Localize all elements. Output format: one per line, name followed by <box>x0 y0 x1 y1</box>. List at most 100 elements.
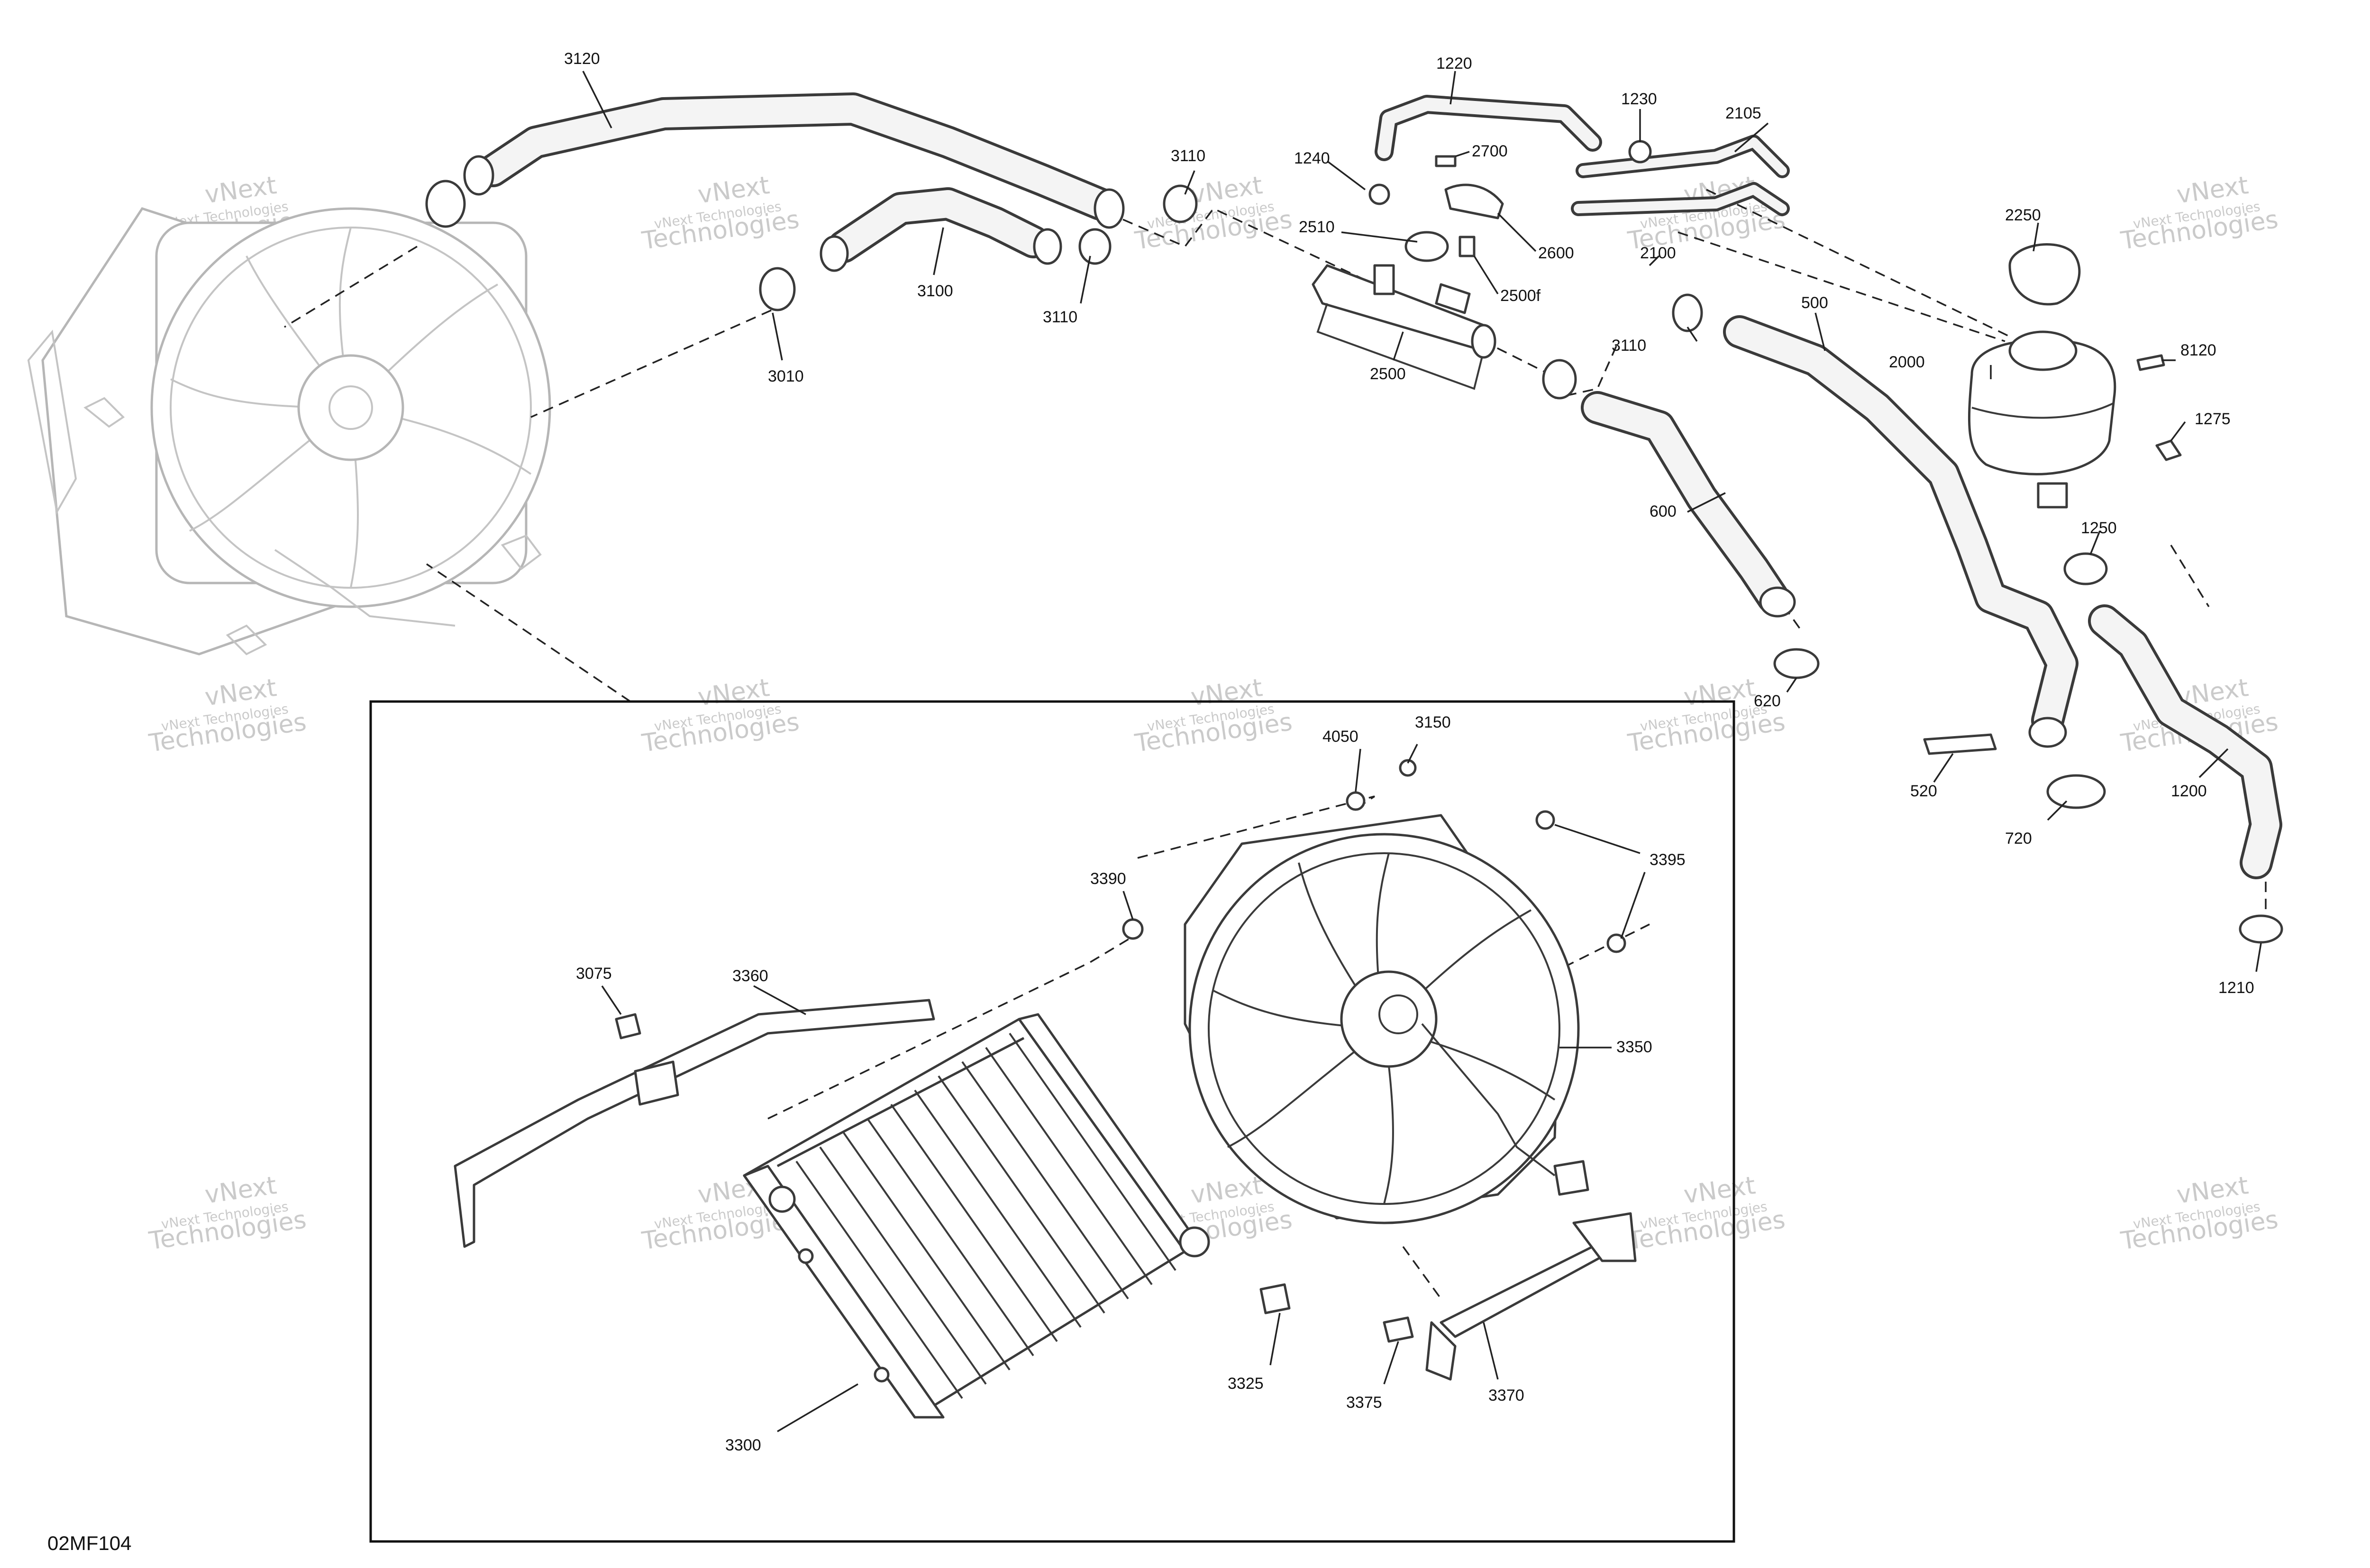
clamp-1250-icon <box>2063 552 2108 585</box>
bolt-2700-icon <box>1435 155 1457 167</box>
callout-720: 720 <box>2005 830 2032 848</box>
radiator-fan-assembly-ghost <box>27 207 551 656</box>
watermark: vNext Technologies vNext Technologies <box>147 674 308 758</box>
callout-3100: 3100 <box>917 282 953 300</box>
radiator-core-fins-icon <box>795 1032 1176 1399</box>
callout-2500: 2500 <box>1370 365 1406 383</box>
bolt-3395-a-icon <box>1535 810 1555 830</box>
callout-1275: 1275 <box>2195 410 2231 428</box>
clamp-3010-icon <box>759 267 796 311</box>
radiator-fitting-icon <box>1179 1226 1210 1258</box>
callout-2100: 2100 <box>1640 244 1676 262</box>
callout-3110-right: 3110 <box>1612 337 1646 355</box>
fan-assembly-3350 <box>1122 759 1626 1224</box>
callout-500: 500 <box>1801 294 1828 312</box>
callout-3360: 3360 <box>732 967 768 985</box>
clamp-3110-b-icon <box>1078 228 1112 265</box>
callout-8120: 8120 <box>2180 341 2216 359</box>
bolt-2500f-icon <box>1458 236 1476 257</box>
callout-3300: 3300 <box>725 1436 761 1454</box>
leader-lines <box>582 71 2262 1432</box>
bolt-3375-icon <box>1383 1316 1414 1343</box>
callout-1200: 1200 <box>2171 782 2207 800</box>
expansion-tank-2000 <box>1968 243 2182 509</box>
nut-3390-icon <box>1122 918 1144 940</box>
callout-2105: 2105 <box>1725 104 1761 122</box>
bracket-2600-icon <box>1444 183 1504 219</box>
thermostat-housing-2500 <box>1312 155 1504 390</box>
hose-2105 <box>1576 135 1790 178</box>
radiator-3300 <box>743 1013 1210 1419</box>
clip-3325-icon <box>1259 1283 1291 1314</box>
callout-2700: 2700 <box>1472 142 1508 160</box>
clamp-3110-c-icon <box>1542 359 1577 400</box>
callout-3110-lower: 3110 <box>1043 308 1077 326</box>
radiator-cap-icon <box>768 1185 796 1213</box>
callout-1210: 1210 <box>2218 979 2254 997</box>
watermark: vNext Technologies vNext Technologies <box>640 674 801 758</box>
fan-connector-icon <box>1553 1160 1589 1196</box>
callout-3110-upper: 3110 <box>1171 147 1205 165</box>
watermark: vNext Technologies vNext Technologies <box>1626 1171 1787 1256</box>
callout-3010: 3010 <box>768 367 804 385</box>
clamp-1210-icon <box>2239 914 2283 944</box>
callout-1240: 1240 <box>1294 149 1330 167</box>
screw-8120-icon <box>2136 354 2165 371</box>
callout-520: 520 <box>1910 782 1937 800</box>
clamp-720-icon <box>2046 774 2106 809</box>
clip-3075-icon <box>615 1013 641 1039</box>
callout-3350: 3350 <box>1616 1038 1652 1056</box>
callout-2000: 2000 <box>1889 353 1925 371</box>
detail-frame <box>369 700 1735 1543</box>
watermark: vNext Technologies vNext Technologies <box>1626 674 1787 758</box>
bolt-3395-b-icon <box>1606 933 1626 953</box>
callout-1250: 1250 <box>2081 519 2117 537</box>
clamps <box>425 140 2283 944</box>
callouts: 3120 3010 3100 3110 3110 1220 1240 2700 … <box>564 50 2254 1454</box>
callout-3075: 3075 <box>576 965 612 983</box>
watermark: vNext Technologies vNext Technologies <box>2119 171 2280 255</box>
hose-600 <box>1581 391 1796 618</box>
callout-620: 620 <box>1754 692 1781 710</box>
callout-3370: 3370 <box>1488 1386 1524 1404</box>
callout-3150: 3150 <box>1415 713 1451 731</box>
bolt-1240-icon <box>1368 183 1390 205</box>
clamp-3110-a-icon <box>1163 184 1198 223</box>
bolt-3150-icon <box>1399 759 1417 777</box>
hose-2100 <box>1571 182 1790 216</box>
diagram-reference-code: 02MF104 <box>47 1532 131 1554</box>
callout-3120: 3120 <box>564 50 600 68</box>
washer-4050-icon <box>1346 791 1366 811</box>
clamp-3110-d-icon <box>1672 293 1703 332</box>
clamp-620-icon <box>1773 648 1820 679</box>
nut-1275-icon <box>2155 439 2182 461</box>
callout-600: 600 <box>1650 502 1677 520</box>
callout-4050: 4050 <box>1322 728 1358 746</box>
watermark: vNext Technologies vNext Technologies <box>2119 1171 2280 1256</box>
hose-1220 <box>1375 95 1602 161</box>
callout-2510: 2510 <box>1299 218 1335 236</box>
callout-2500f: 2500f <box>1500 287 1541 305</box>
bracket-3370 <box>1259 1212 1637 1381</box>
hose-3120 <box>463 92 1125 229</box>
callout-3375: 3375 <box>1346 1394 1382 1412</box>
watermark: vNext Technologies vNext Technologies <box>1133 674 1294 758</box>
clamp-1230-icon <box>1628 140 1652 164</box>
callout-1220: 1220 <box>1436 55 1472 73</box>
hose-1200 <box>2088 604 2282 879</box>
tank-cap-2250-icon <box>2008 243 2081 306</box>
grommet-2510-icon <box>1404 231 1449 262</box>
callout-2600: 2600 <box>1538 244 1574 262</box>
clamp-520-icon <box>1923 733 1997 755</box>
callout-3390: 3390 <box>1090 870 1126 888</box>
watermark: vNext Technologies vNext Technologies <box>147 1171 308 1256</box>
callout-2250: 2250 <box>2005 206 2041 224</box>
bracket-3360 <box>454 999 935 1248</box>
callout-3325: 3325 <box>1228 1375 1264 1393</box>
hose-500 <box>1723 315 2078 748</box>
callout-3395: 3395 <box>1650 851 1686 869</box>
callout-1230: 1230 <box>1621 90 1657 108</box>
clamp-3010-upper-icon <box>425 180 466 228</box>
hose-3100 <box>820 187 1062 272</box>
